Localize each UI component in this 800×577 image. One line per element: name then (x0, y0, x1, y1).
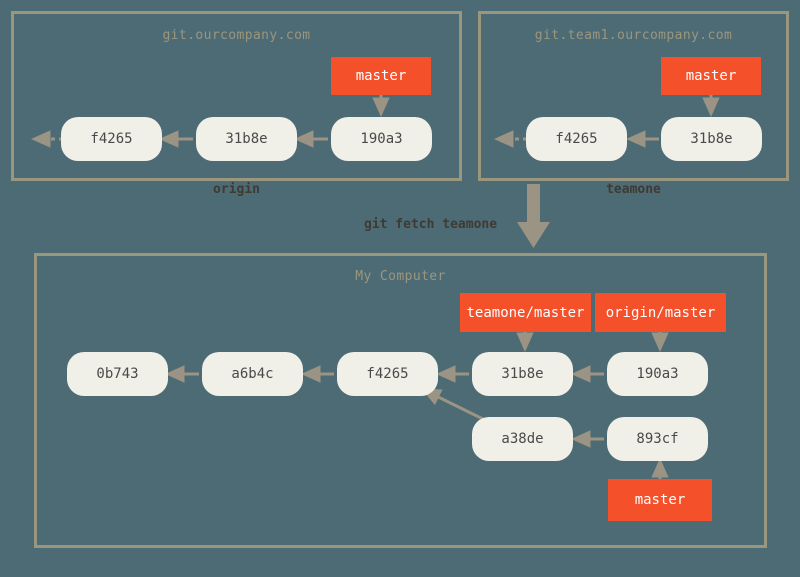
repo-host-title-teamone: git.team1.ourcompany.com (534, 28, 733, 43)
repo-box-teamone[interactable]: git.team1.ourcompany.com (478, 11, 789, 181)
branch-local-teamone-master[interactable]: teamone/master (460, 293, 591, 332)
repo-host-title-my-computer: My Computer (355, 269, 446, 284)
commit-local-a38de[interactable]: a38de (472, 417, 573, 461)
branch-local-master[interactable]: master (608, 479, 712, 521)
commit-local-f4265[interactable]: f4265 (337, 352, 438, 396)
repo-label-origin: origin (213, 182, 260, 197)
local-edge-a38de-f4265 (421, 388, 488, 423)
repo-label-teamone: teamone (606, 182, 661, 197)
commit-teamone-31b8e[interactable]: 31b8e (661, 117, 762, 161)
commit-local-0b743[interactable]: 0b743 (67, 352, 168, 396)
commit-local-31b8e[interactable]: 31b8e (472, 352, 573, 396)
repo-box-my-computer[interactable]: My Computer (34, 253, 767, 548)
branch-local-origin-master[interactable]: origin/master (595, 293, 726, 332)
repo-host-title-origin: git.ourcompany.com (162, 28, 311, 43)
commit-local-a6b4c[interactable]: a6b4c (202, 352, 303, 396)
branch-teamone-master[interactable]: master (661, 57, 761, 95)
command-label-git-fetch-teamone: git fetch teamone (364, 217, 498, 232)
commit-local-190a3[interactable]: 190a3 (607, 352, 708, 396)
commit-teamone-f4265[interactable]: f4265 (526, 117, 627, 161)
commit-origin-190a3[interactable]: 190a3 (331, 117, 432, 161)
commit-origin-31b8e[interactable]: 31b8e (196, 117, 297, 161)
git-fetch-arrow (517, 184, 550, 248)
branch-origin-master[interactable]: master (331, 57, 431, 95)
commit-origin-f4265[interactable]: f4265 (61, 117, 162, 161)
commit-local-893cf[interactable]: 893cf (607, 417, 708, 461)
repo-box-origin[interactable]: git.ourcompany.com (11, 11, 462, 181)
